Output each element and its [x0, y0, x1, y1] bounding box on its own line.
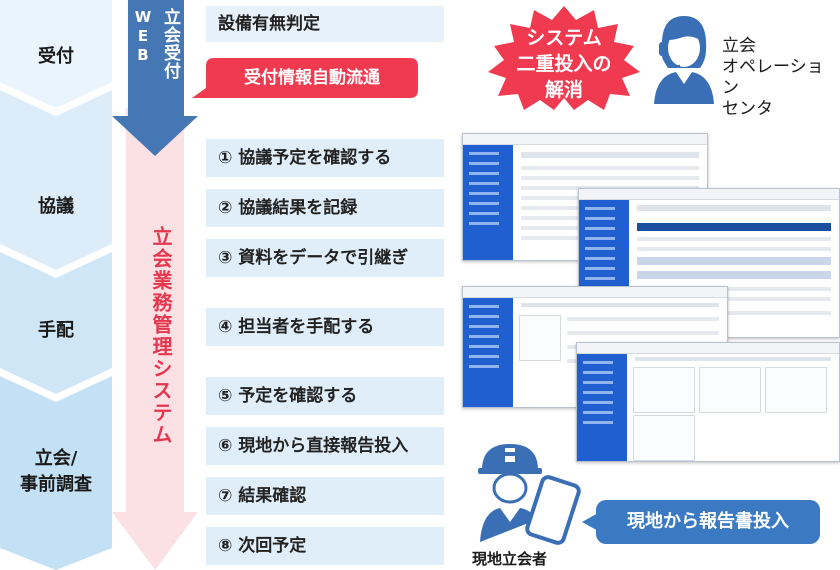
web-prefix: WEB — [134, 8, 152, 65]
step-8: ⑧ 次回予定 — [206, 527, 444, 565]
phase-label-consultation: 協議 — [38, 196, 74, 217]
step-5: ⑤ 予定を確認する — [206, 377, 444, 415]
app-screenshot-bulletin — [576, 342, 840, 462]
auto-flow-callout — [192, 58, 418, 98]
burst-line-2: 二重投入の — [516, 53, 612, 75]
system-arrow — [112, 108, 198, 570]
phase-arrangement-band — [0, 252, 112, 394]
auto-flow-label: 受付情報自動流通 — [244, 68, 380, 88]
step-3: ③ 資料をデータで引継ぎ — [206, 239, 444, 277]
operator-headset-icon — [654, 16, 714, 104]
operator-line-2: オペレーション — [722, 57, 824, 98]
phase-column — [0, 0, 112, 570]
operator-line-1: 立会 — [722, 36, 756, 56]
field-worker-helmet-icon — [478, 444, 581, 545]
web-intake-arrow — [112, 0, 198, 156]
phase-label-survey: 立会/ 事前調査 — [20, 448, 92, 495]
system-name: 立会業務管理システム — [149, 226, 173, 446]
operator-center-label: 立会 オペレーション センタ — [722, 36, 840, 120]
phase-consultation-band — [0, 90, 112, 270]
burst-line-1: システム — [526, 27, 602, 49]
operator-line-3: センタ — [722, 99, 773, 119]
web-intake-label: 立会受付 — [160, 8, 180, 80]
report-bubble-label: 現地から報告書投入 — [627, 511, 789, 532]
burst-line-3: 解消 — [544, 79, 583, 101]
step-1: ① 協議予定を確認する — [206, 139, 444, 177]
step-facility-check: 設備有無判定 — [206, 6, 444, 42]
step-4: ④ 担当者を手配する — [206, 308, 444, 346]
phase-label-reception: 受付 — [38, 46, 74, 67]
burst-text: システム 二重投入の 解消 — [494, 25, 634, 103]
step-7: ⑦ 結果確認 — [206, 477, 444, 515]
phase-survey-band — [0, 376, 112, 570]
site-attendee-label: 現地立会者 — [472, 550, 548, 568]
report-bubble — [596, 500, 820, 544]
burst-badge — [488, 6, 640, 110]
step-2: ② 協議結果を記録 — [206, 189, 444, 227]
phase-reception-band — [0, 0, 112, 108]
phase-label-arrangement: 手配 — [38, 320, 74, 341]
step-6: ⑥ 現地から直接報告投入 — [206, 427, 444, 465]
report-bubble-tail — [582, 512, 600, 532]
